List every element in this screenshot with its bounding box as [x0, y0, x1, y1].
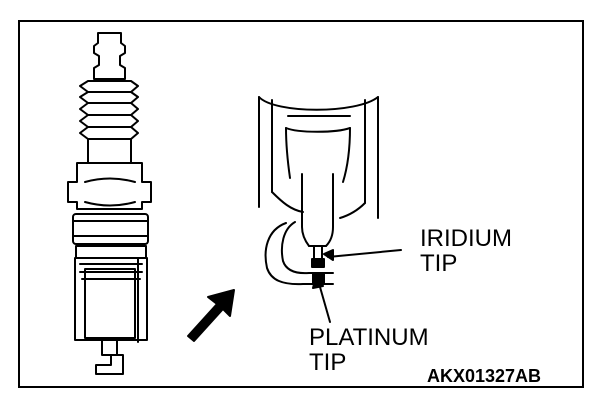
- iridium-tip-label-line-2: TIP: [420, 250, 458, 277]
- platinum-arrowhead-icon: [312, 275, 324, 289]
- iridium-tip-label-line-1: IRIDIUM: [420, 225, 512, 252]
- iridium-arrowhead-icon: [323, 249, 334, 261]
- iridium-tip-pointer: [327, 249, 402, 258]
- spark-plug-diagram: [67, 32, 402, 375]
- spark-plug-close-up: [258, 96, 379, 286]
- platinum-tip-label-line-2: TIP: [309, 349, 347, 376]
- figure-code: AKX01327AB: [427, 366, 542, 386]
- platinum-tip-label-line-1: PLATINUM: [309, 324, 429, 351]
- direction-arrow-icon: [187, 289, 235, 342]
- diagram-frame: IRIDIUM TIP PLATINUM TIP AKX01327AB: [18, 20, 584, 388]
- spark-plug-full-view: [67, 32, 152, 375]
